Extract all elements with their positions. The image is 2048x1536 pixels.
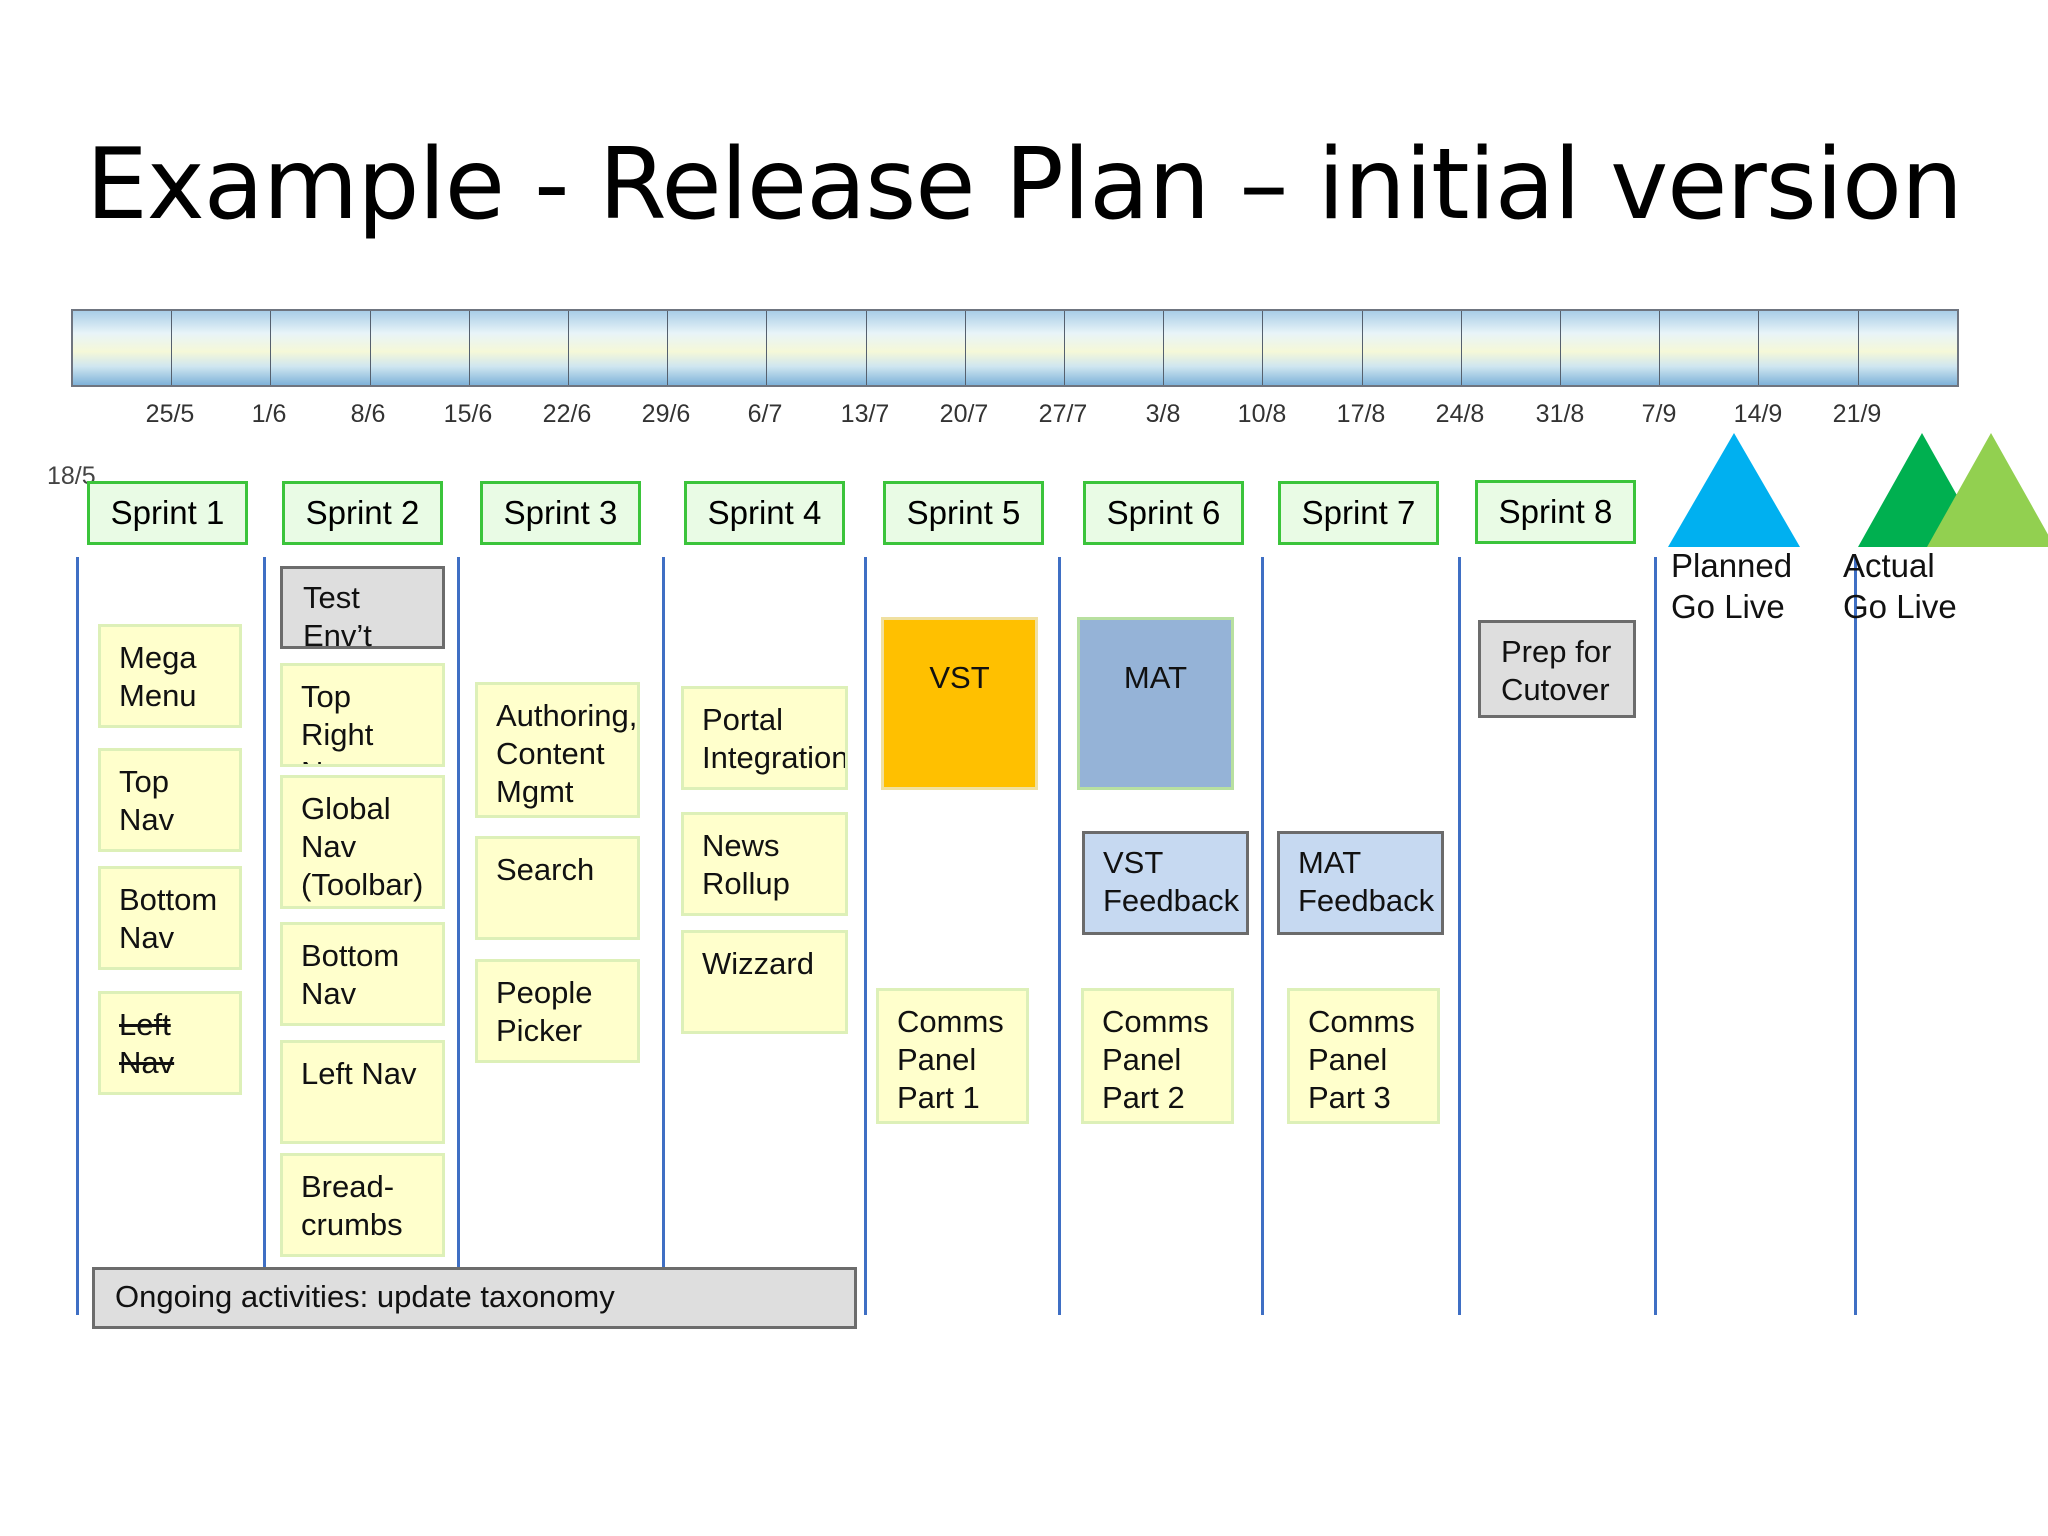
sprint-header-3: Sprint 3 bbox=[480, 481, 641, 545]
task-card: Left Nav bbox=[280, 1040, 445, 1144]
timeline-bar bbox=[71, 309, 1959, 387]
task-card: Mega Menu bbox=[98, 624, 242, 728]
sprint-divider-line bbox=[263, 557, 266, 1269]
vst-feedback-card: VST Feedback bbox=[1082, 831, 1249, 935]
test-env-card: Test Env’t bbox=[280, 566, 445, 653]
task-card: Bottom Nav bbox=[280, 922, 445, 1026]
date-label: 22/6 bbox=[542, 400, 592, 428]
timeline-cell bbox=[270, 311, 369, 385]
sprint-header-7: Sprint 7 bbox=[1278, 481, 1439, 545]
actual-go-live-label: Actual Go Live bbox=[1843, 547, 1957, 625]
date-label: 6/7 bbox=[747, 400, 783, 428]
planned-go-live-label: Planned Go Live bbox=[1671, 547, 1793, 625]
sprint-header-8: Sprint 8 bbox=[1475, 480, 1636, 544]
sprint-header-2: Sprint 2 bbox=[282, 481, 443, 545]
timeline-cell bbox=[865, 311, 965, 385]
timeline-cell bbox=[568, 311, 667, 385]
task-card: Top Nav bbox=[98, 748, 242, 852]
task-card: Global Nav (Toolbar) bbox=[280, 775, 445, 909]
date-label: 8/6 bbox=[350, 400, 386, 428]
date-label: 15/6 bbox=[443, 400, 493, 428]
date-label: 31/8 bbox=[1535, 400, 1585, 428]
task-card: Authoring, Content Mgmt bbox=[475, 682, 640, 818]
timeline-cell bbox=[766, 311, 865, 385]
task-card: Portal Integration bbox=[681, 686, 848, 790]
sprint-header-1: Sprint 1 bbox=[87, 481, 248, 545]
sprint-header-6: Sprint 6 bbox=[1083, 481, 1244, 545]
date-label: 21/9 bbox=[1832, 400, 1882, 428]
date-label: 14/9 bbox=[1733, 400, 1783, 428]
planned-go-live-triangle bbox=[1668, 433, 1800, 547]
vst-block: VST bbox=[881, 617, 1038, 790]
date-label: 25/5 bbox=[145, 400, 195, 428]
actual-go-live-triangle-light bbox=[1927, 433, 2048, 547]
date-label: 10/8 bbox=[1237, 400, 1287, 428]
date-label: 29/6 bbox=[641, 400, 691, 428]
task-card: Top Right Nav bbox=[280, 663, 445, 767]
date-label: 1/6 bbox=[251, 400, 287, 428]
timeline-cell bbox=[1460, 311, 1560, 385]
ongoing-activities-bar: Ongoing activities: update taxonomy bbox=[92, 1267, 857, 1329]
timeline-cell bbox=[1857, 311, 1957, 385]
task-card: Bottom Nav bbox=[98, 866, 242, 970]
timeline-cell bbox=[1262, 311, 1361, 385]
timeline-cell bbox=[171, 311, 270, 385]
date-label: 17/8 bbox=[1336, 400, 1386, 428]
date-label: 27/7 bbox=[1038, 400, 1088, 428]
sprint-header-4: Sprint 4 bbox=[684, 481, 845, 545]
mat-block: MAT bbox=[1077, 617, 1234, 790]
timeline-cell bbox=[468, 311, 568, 385]
date-label: 7/9 bbox=[1641, 400, 1677, 428]
mat-feedback-card: MAT Feedback bbox=[1277, 831, 1444, 935]
task-card: Bread- crumbs bbox=[280, 1153, 445, 1257]
timeline-cell bbox=[1064, 311, 1163, 385]
task-card: News Rollup bbox=[681, 812, 848, 916]
sprint-divider-line bbox=[1458, 557, 1461, 1315]
sprint-divider-line bbox=[457, 557, 460, 1269]
prep-cutover-card: Prep for Cutover bbox=[1478, 620, 1636, 718]
timeline-cell bbox=[1560, 311, 1659, 385]
timeline-cell bbox=[1659, 311, 1758, 385]
date-label: 24/8 bbox=[1435, 400, 1485, 428]
sprint-header-5: Sprint 5 bbox=[883, 481, 1044, 545]
timeline-cell bbox=[1163, 311, 1262, 385]
date-label: 3/8 bbox=[1145, 400, 1181, 428]
timeline-cell bbox=[73, 311, 171, 385]
sprint-divider-line bbox=[76, 557, 79, 1315]
sprint-divider-line bbox=[1854, 557, 1857, 1315]
timeline-cell bbox=[964, 311, 1064, 385]
milestone-triangles bbox=[1668, 433, 2048, 547]
task-card: Comms Panel Part 2 bbox=[1081, 988, 1234, 1124]
task-card: People Picker bbox=[475, 959, 640, 1063]
timeline-cell bbox=[1758, 311, 1857, 385]
date-label: 13/7 bbox=[840, 400, 890, 428]
task-card: Comms Panel Part 3 bbox=[1287, 988, 1440, 1124]
timeline-cell bbox=[369, 311, 469, 385]
sprint-divider-line bbox=[1261, 557, 1264, 1315]
task-card: Wizzard bbox=[681, 930, 848, 1034]
sprint-divider-line bbox=[662, 557, 665, 1269]
sprint-divider-line bbox=[1058, 557, 1061, 1315]
sprint-divider-line bbox=[1654, 557, 1657, 1315]
task-card: Comms Panel Part 1 bbox=[876, 988, 1029, 1124]
slide-title: Example - Release Plan – initial version bbox=[85, 128, 1963, 242]
timeline-cell bbox=[667, 311, 766, 385]
sprint-divider-line bbox=[864, 557, 867, 1315]
timeline-cell bbox=[1361, 311, 1461, 385]
task-card: Search bbox=[475, 836, 640, 940]
date-label: 20/7 bbox=[939, 400, 989, 428]
task-card-struck: Left Nav bbox=[98, 991, 242, 1095]
